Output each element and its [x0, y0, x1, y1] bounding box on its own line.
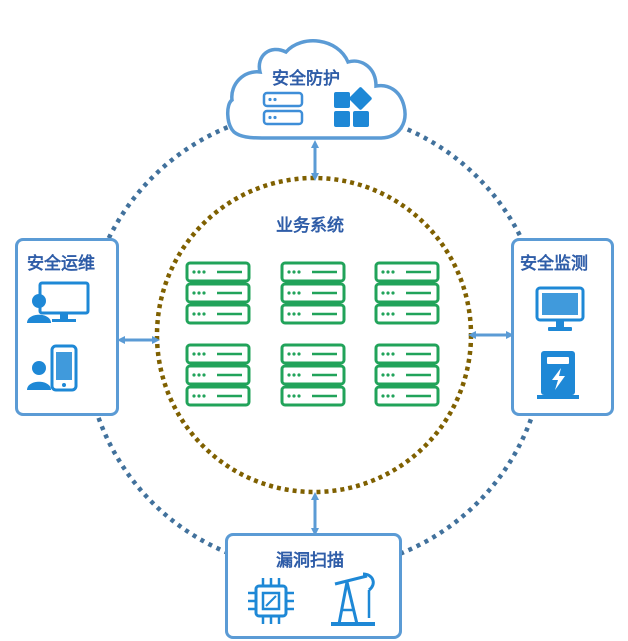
scanning-label: 漏洞扫描: [276, 551, 344, 571]
server-icon: [280, 261, 346, 325]
business-system-label: 业务系统: [276, 216, 344, 236]
server-rack-icon: [262, 91, 304, 126]
protection-label: 安全防护: [272, 69, 340, 89]
operations-box[interactable]: 安全运维: [15, 238, 119, 416]
monitor-icon: [535, 286, 585, 331]
server-grid: [185, 261, 440, 407]
chip-icon: [248, 578, 294, 624]
server-icon: [185, 261, 251, 325]
server-icon: [374, 261, 440, 325]
scanning-box[interactable]: 漏洞扫描: [225, 533, 402, 639]
app-blocks-icon: [334, 87, 372, 127]
cloud-shape: [226, 39, 407, 140]
server-icon: [280, 343, 346, 407]
power-device-icon: [537, 351, 579, 399]
operations-label: 安全运维: [27, 254, 95, 274]
oil-pump-icon: [331, 572, 375, 626]
server-icon: [374, 343, 440, 407]
monitoring-box[interactable]: 安全监测: [511, 238, 614, 416]
monitoring-label: 安全监测: [520, 254, 588, 274]
user-desktop-icon: [27, 281, 90, 323]
server-icon: [185, 343, 251, 407]
user-mobile-icon: [27, 344, 78, 392]
